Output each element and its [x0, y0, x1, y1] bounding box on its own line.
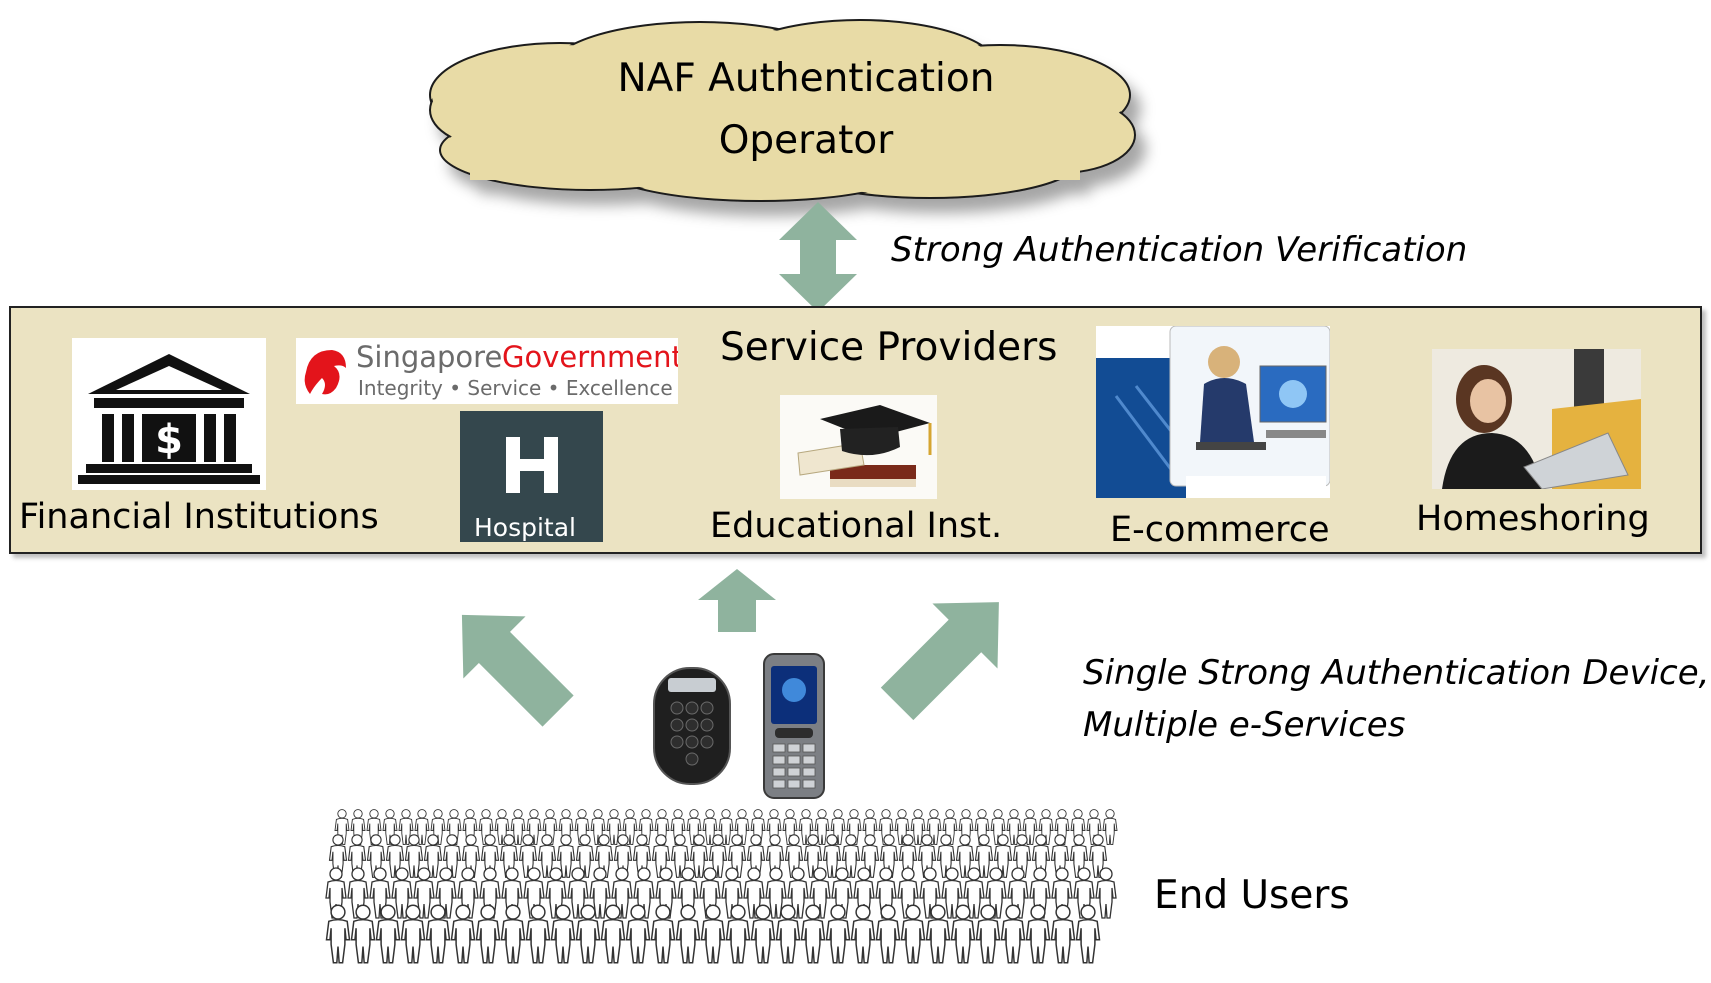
end-user-figure	[850, 904, 876, 964]
computer-user-icon	[1096, 326, 1330, 498]
end-users-label: End Users	[1154, 873, 1350, 918]
mobile-phone-icon	[763, 653, 825, 799]
arrow-up-center	[698, 569, 776, 632]
devices-label-line1: Single Strong Authentication Device,	[1083, 653, 1710, 693]
end-user-figure	[875, 904, 901, 964]
educational-inst-label: Educational Inst.	[710, 506, 1003, 546]
woman-phone-laptop-icon	[1432, 349, 1641, 489]
arrow-up-left	[461, 614, 574, 727]
devices-label-line2: Multiple e-Services	[1083, 705, 1406, 745]
end-user-figure	[925, 904, 951, 964]
end-user-figure	[1050, 904, 1076, 964]
end-user-figure	[1102, 809, 1118, 846]
end-user-figure	[325, 904, 351, 964]
end-users-crowd-icon	[325, 809, 1118, 964]
svg-text:$: $	[155, 417, 183, 463]
gov-logo-name: Singapore	[356, 340, 503, 374]
gov-logo-name-red: Government	[502, 340, 678, 374]
financial-institutions-label: Financial Institutions	[19, 497, 379, 537]
double-arrow-verification	[779, 202, 857, 312]
hospital-sign-icon: Hospital	[460, 411, 603, 542]
service-providers-title: Service Providers	[720, 325, 1058, 370]
end-user-figure	[975, 904, 1001, 964]
hospital-label: Hospital	[474, 513, 577, 542]
end-user-figure	[1025, 904, 1051, 964]
bank-dollar-icon: $	[72, 338, 266, 490]
end-user-figure	[425, 904, 451, 964]
cloud-title-line2: Operator	[718, 118, 894, 163]
end-user-figure	[500, 904, 526, 964]
end-user-figure	[675, 904, 701, 964]
gov-logo-tagline: Integrity • Service • Excellence	[358, 376, 673, 400]
e-commerce-label: E-commerce	[1110, 510, 1330, 550]
cloud-naf-operator	[429, 19, 1136, 202]
graduation-cap-books-icon	[780, 395, 937, 499]
end-user-figure	[375, 904, 401, 964]
homeshoring-label: Homeshoring	[1416, 499, 1650, 539]
cloud-title-line1: NAF Authentication	[617, 56, 995, 101]
hardware-token-icon	[653, 667, 731, 785]
verification-label: Strong Authentication Verification	[891, 230, 1468, 270]
end-user-figure	[475, 904, 501, 964]
singapore-government-logo: Singapore Government Integrity • Service…	[296, 338, 678, 404]
arrow-up-right	[880, 602, 999, 721]
